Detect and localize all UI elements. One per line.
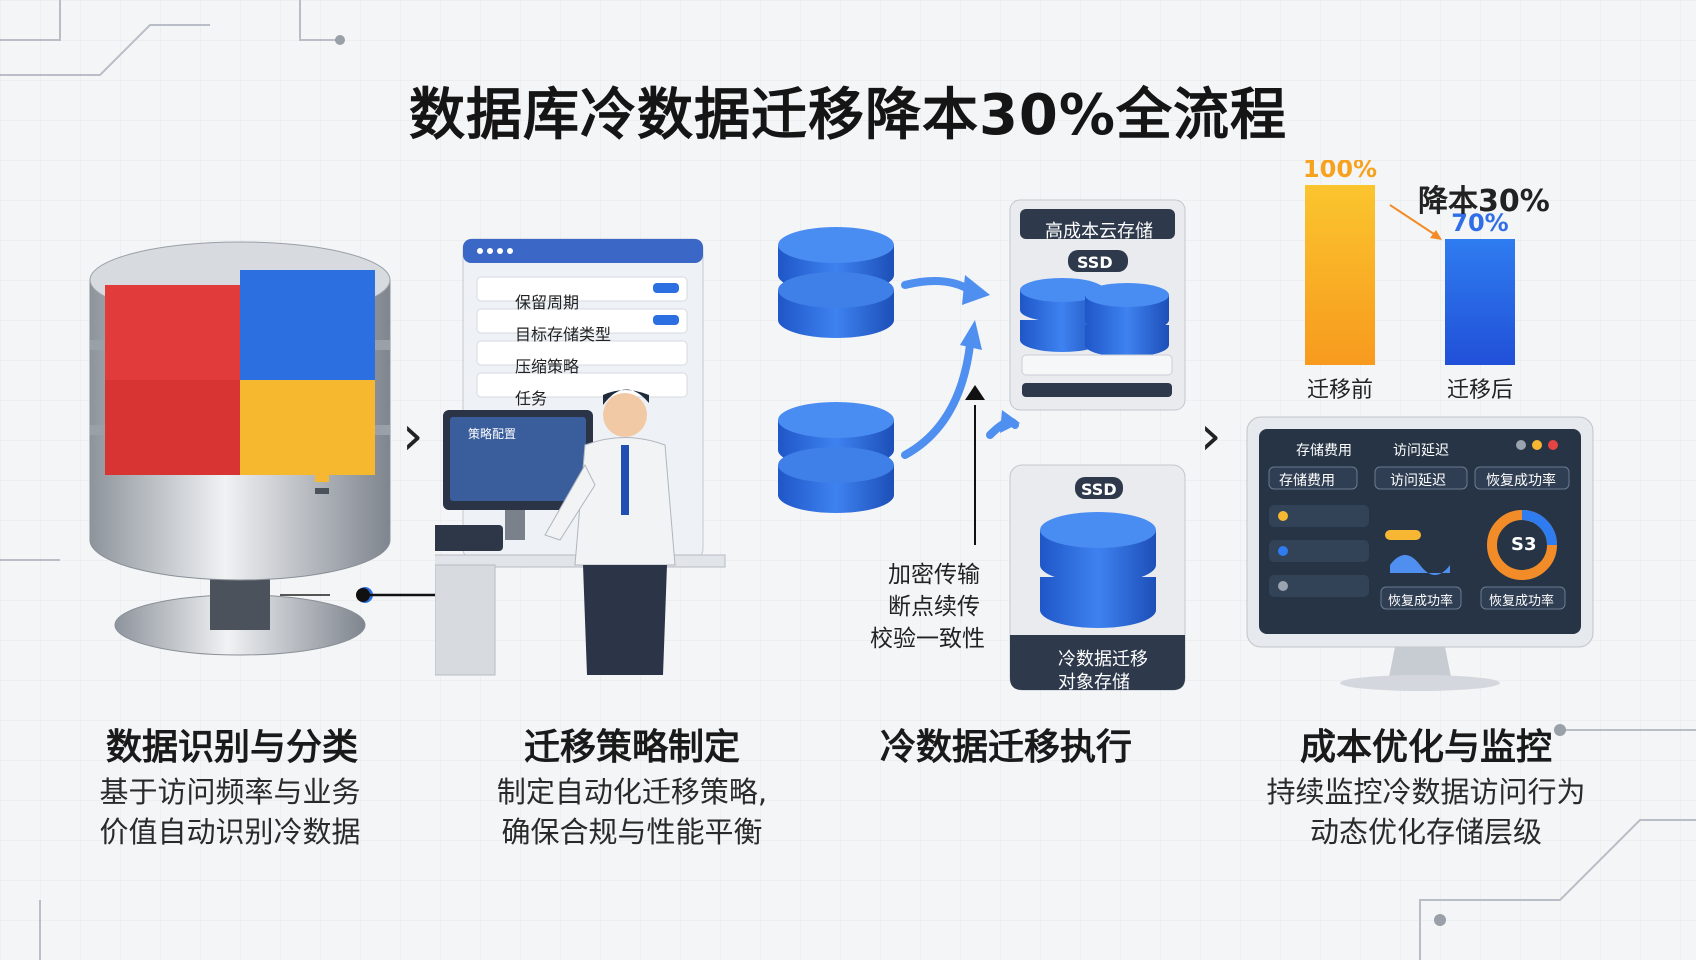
chevron-right-icon: › — [1200, 404, 1222, 467]
cold-tier-label: 冷数据迁移 — [1058, 649, 1148, 670]
stage-desc-line: 制定自动化迁移策略, — [496, 775, 768, 809]
dashboard-button[interactable]: 恢复成功率 — [1388, 594, 1454, 609]
cost-bar — [1305, 185, 1375, 365]
policy-item-label: 压缩策略 — [515, 357, 580, 376]
monitor-title: 策略配置 — [468, 427, 517, 441]
monitoring-dashboard — [1246, 416, 1594, 691]
dashboard-header-label: 存储费用 — [1296, 443, 1352, 459]
dashboard-header-label: 访问延迟 — [1393, 443, 1449, 459]
stage-desc-line: 确保合规与性能平衡 — [501, 815, 763, 849]
stage-title-identify: 数据识别与分类 — [105, 727, 358, 768]
dashboard-tab[interactable]: 存储费用 — [1279, 473, 1335, 489]
dashboard-button[interactable]: 恢复成功率 — [1489, 594, 1555, 609]
stage-desc-line: 基于访问频率与业务 — [99, 775, 361, 809]
transfer-note: 断点续传 — [888, 594, 980, 620]
cost-bar-chart: 100% 迁移前 70% 迁移后 — [1303, 160, 1515, 403]
dashboard-tab[interactable]: 访问延迟 — [1390, 473, 1446, 489]
dashboard-tab[interactable]: 恢复成功率 — [1486, 473, 1556, 489]
ssd-badge: SSD — [1077, 253, 1113, 272]
database-cylinder-illustration — [89, 241, 391, 656]
cold-tier-label: 对象存储 — [1058, 672, 1130, 693]
stage-title-strategy: 迁移策略制定 — [523, 727, 740, 768]
chevron-right-icon: › — [402, 404, 424, 467]
stage-desc-line: 动态优化存储层级 — [1309, 815, 1542, 849]
category-label: 迁移后 — [1447, 378, 1513, 403]
policy-screen-illustration — [435, 238, 726, 676]
cost-bar — [1445, 239, 1515, 365]
hot-tier-label: 高成本云存储 — [1045, 221, 1153, 242]
stage-desc-line: 持续监控冷数据访问行为 — [1266, 775, 1586, 809]
gauge-label: S3 — [1511, 534, 1537, 555]
stage-desc-monitor: 持续监控冷数据访问行为 动态优化存储层级 — [1216, 772, 1636, 852]
bar-value-label: 70% — [1451, 209, 1508, 237]
page-title: 数据库冷数据迁移降本30%全流程 — [408, 83, 1288, 148]
category-label: 迁移前 — [1307, 378, 1373, 403]
policy-item-label: 任务 — [515, 389, 548, 408]
bar-value-label: 100% — [1303, 160, 1377, 183]
transfer-note: 校验一致性 — [870, 626, 985, 652]
stage-title-execute: 冷数据迁移执行 — [879, 727, 1132, 768]
stage-desc-line: 价值自动识别冷数据 — [99, 815, 361, 849]
migration-illustration — [778, 199, 1186, 691]
ssd-badge: SSD — [1081, 480, 1117, 499]
stage-title-monitor: 成本优化与监控 — [1299, 727, 1552, 768]
stage-desc-strategy: 制定自动化迁移策略, 确保合规与性能平衡 — [422, 772, 842, 852]
policy-item-label: 目标存储类型 — [515, 325, 612, 344]
stage-desc-identify: 基于访问频率与业务 价值自动识别冷数据 — [20, 772, 440, 852]
transfer-note: 加密传输 — [888, 562, 980, 588]
policy-item-label: 保留周期 — [515, 293, 580, 312]
cost-reduction-label: 降本30% — [1418, 184, 1550, 219]
